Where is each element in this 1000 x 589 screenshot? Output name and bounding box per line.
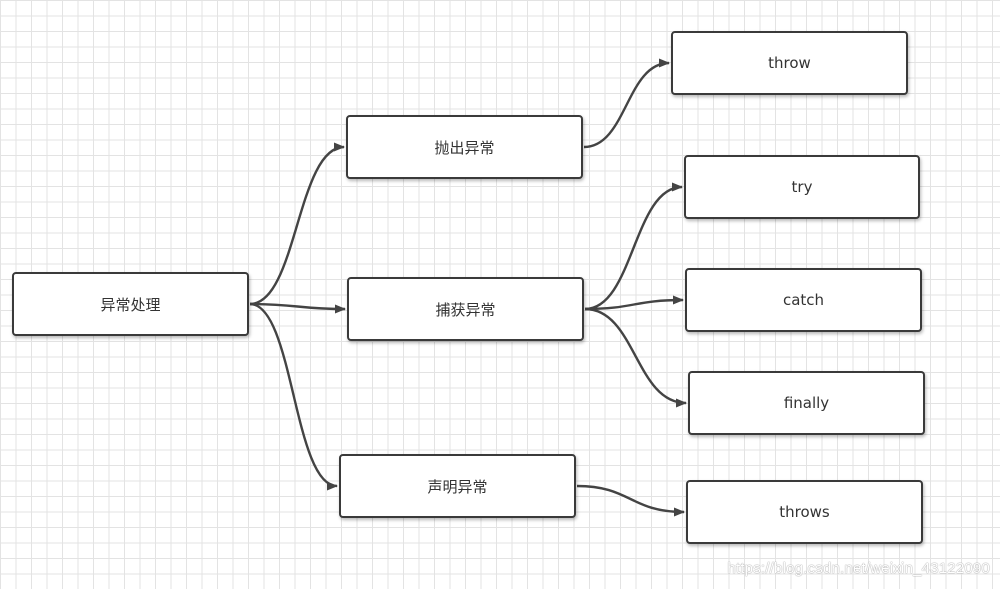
node-throws[interactable]: throws bbox=[686, 480, 923, 544]
connector-root-to-catch_exception bbox=[249, 302, 346, 314]
node-label: 捕获异常 bbox=[435, 300, 496, 319]
node-catch[interactable]: catch bbox=[685, 268, 922, 332]
node-finally[interactable]: finally bbox=[688, 371, 925, 435]
node-label: 声明异常 bbox=[427, 477, 488, 496]
watermark-text: https://blog.csdn.net/weixin_43122090 bbox=[727, 560, 990, 577]
node-label: 异常处理 bbox=[100, 295, 161, 314]
node-label: try bbox=[791, 178, 813, 196]
node-declare-exception[interactable]: 声明异常 bbox=[339, 454, 576, 518]
connector-catch_exception-to-try bbox=[584, 182, 683, 311]
node-catch-exception[interactable]: 捕获异常 bbox=[347, 277, 584, 341]
connector-root-to-throw_exception bbox=[249, 142, 345, 306]
connector-throw_exception-to-throw bbox=[583, 58, 670, 149]
connector-catch_exception-to-catch bbox=[584, 295, 684, 311]
connector-catch_exception-to-finally bbox=[584, 307, 687, 408]
node-label: throws bbox=[779, 503, 830, 521]
node-try[interactable]: try bbox=[684, 155, 920, 219]
connector-declare_exception-to-throws bbox=[576, 484, 685, 517]
node-label: finally bbox=[783, 394, 830, 412]
connector-root-to-declare_exception bbox=[249, 302, 338, 491]
node-label: catch bbox=[782, 291, 825, 309]
node-label: 抛出异常 bbox=[434, 138, 495, 157]
node-exception-handling[interactable]: 异常处理 bbox=[12, 272, 249, 336]
node-label: throw bbox=[768, 54, 811, 72]
node-throw-exception[interactable]: 抛出异常 bbox=[346, 115, 583, 179]
node-throw[interactable]: throw bbox=[671, 31, 908, 95]
